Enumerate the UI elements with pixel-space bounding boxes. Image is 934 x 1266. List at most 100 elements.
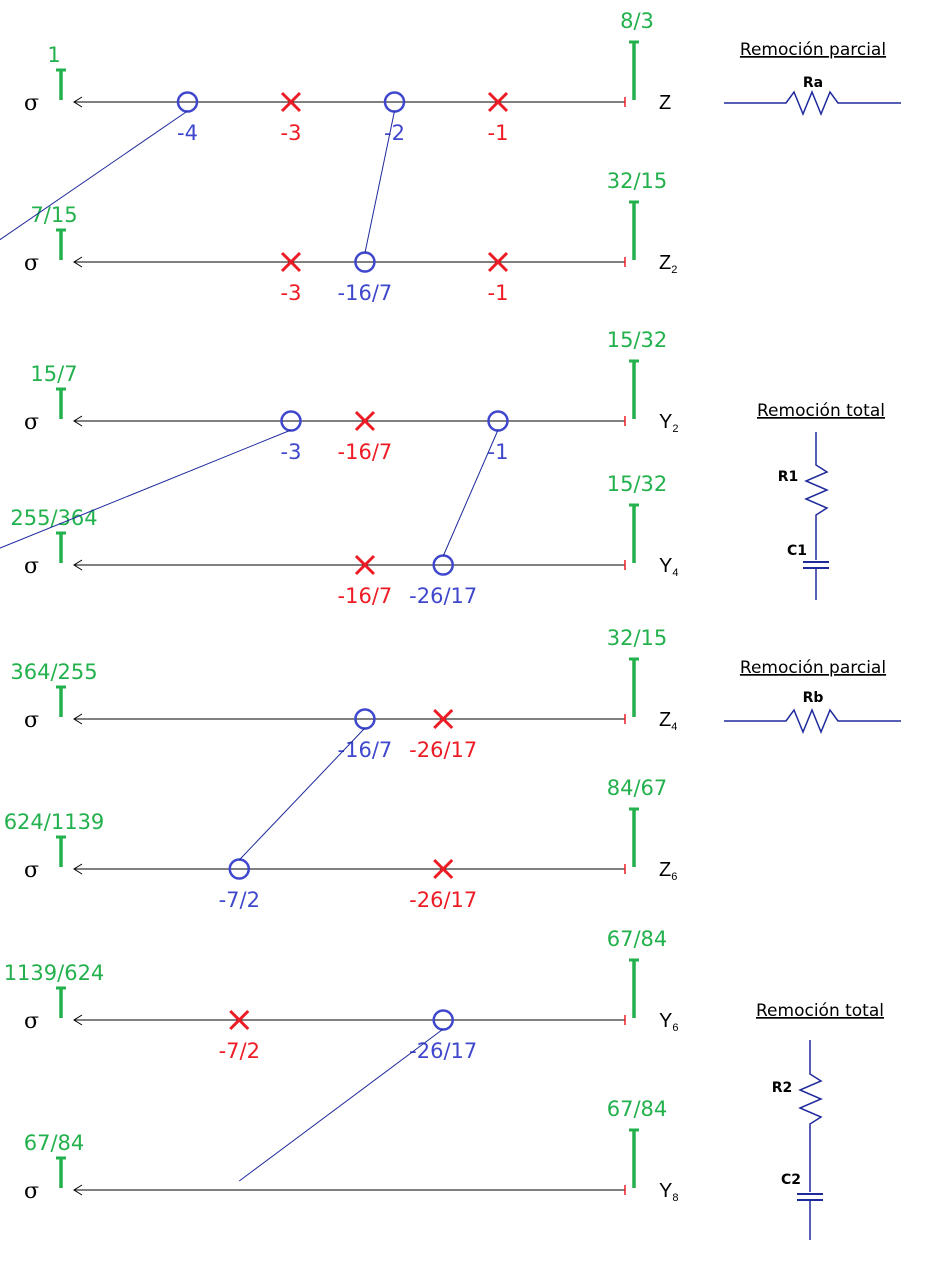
right-value-bar [629, 503, 639, 563]
pole-label: -16/7 [338, 440, 393, 464]
pole-stroke-b [487, 251, 509, 273]
zero-label: -16/7 [338, 738, 393, 762]
connection-line [238, 1028, 444, 1182]
pole-label: -26/17 [409, 738, 477, 762]
function-name: Z [659, 252, 671, 274]
function-label: Z2 [659, 252, 677, 276]
sigma-label: σ [24, 858, 39, 883]
right-value-bar [629, 657, 639, 717]
zero-label: -1 [488, 440, 509, 464]
axis-arrowhead [73, 96, 83, 108]
step-2-panel: Remoción total R1 C1 [757, 401, 885, 600]
step-1-panel: Remoción parcial Ra [724, 40, 901, 116]
pole-label: -3 [281, 121, 302, 145]
c1-label: C1 [787, 543, 807, 559]
step-3-title: Remoción parcial [740, 658, 886, 678]
ra-label: Ra [803, 75, 823, 91]
c2-label: C2 [781, 1172, 801, 1188]
function-label: Z4 [659, 709, 677, 733]
left-value: 7/15 [30, 203, 77, 227]
sigma-label: σ [24, 1009, 39, 1034]
function-label: Y8 [659, 1180, 678, 1204]
pole-stroke-b [354, 554, 375, 576]
zero-label: -3 [281, 440, 302, 464]
function-name: Z [659, 92, 671, 114]
axis-arrowhead [73, 863, 83, 875]
pole-marker [354, 410, 375, 432]
pole-label: -1 [488, 281, 509, 305]
right-value-bar [629, 958, 639, 1018]
pole-marker [433, 858, 454, 880]
pole-marker [487, 91, 509, 113]
function-name: Y [659, 555, 672, 577]
pole-marker [229, 1009, 250, 1031]
sigma-label: σ [24, 410, 39, 435]
pole-marker [280, 91, 302, 113]
pole-label: -26/17 [409, 888, 477, 912]
zero-label: -2 [384, 121, 405, 145]
pole-label: -16/7 [338, 584, 393, 608]
function-subscript: 8 [672, 1192, 678, 1204]
right-value: 15/32 [607, 328, 668, 352]
connection-line [364, 110, 395, 254]
pole-stroke-b [487, 91, 509, 113]
links-layer [0, 110, 499, 1182]
left-value: 15/7 [30, 362, 77, 386]
step-3-panel: Remoción parcial Rb [724, 658, 901, 734]
right-value-bar [629, 200, 639, 260]
pole-marker [433, 708, 454, 730]
sigma-label: σ [24, 251, 39, 276]
left-value-bar [56, 387, 66, 419]
function-label: Y2 [659, 411, 678, 435]
function-label: Z6 [659, 859, 677, 883]
pole-marker [487, 251, 509, 273]
r2-label: R2 [772, 1080, 793, 1096]
axis-arrowhead [73, 1184, 83, 1196]
pole-stroke-b [280, 251, 302, 273]
ra-resistor [724, 90, 901, 116]
left-value-bar [56, 986, 66, 1018]
pole-stroke-b [354, 410, 375, 432]
rb-resistor [724, 708, 901, 734]
right-value: 32/15 [607, 169, 668, 193]
r2-resistor [798, 1040, 823, 1192]
function-subscript: 2 [671, 264, 677, 276]
left-value-bar [56, 1156, 66, 1188]
function-subscript: 4 [671, 721, 677, 733]
rb-label: Rb [803, 690, 824, 706]
right-value: 15/32 [607, 472, 668, 496]
function-label: Y4 [659, 555, 678, 579]
function-name: Z [659, 859, 671, 881]
right-value-bar [629, 1128, 639, 1188]
right-value: 67/84 [607, 927, 668, 951]
r1-resistor [804, 432, 829, 560]
left-value: 1139/624 [4, 961, 105, 985]
left-value-bar [56, 685, 66, 717]
pole-marker [354, 554, 375, 576]
connection-line [0, 110, 188, 241]
rows-layer: σZ18/3-3-1-4-2σZ27/1532/15-3-1-6-16/7σY2… [4, 9, 679, 1204]
step-2-title: Remoción total [757, 401, 885, 421]
function-subscript: 6 [671, 871, 677, 883]
axis-arrowhead [73, 256, 83, 268]
connection-line [0, 429, 292, 549]
right-value-bar [629, 807, 639, 867]
connection-line [442, 429, 499, 557]
step-1-title: Remoción parcial [740, 40, 886, 60]
axis-arrowhead [73, 559, 83, 571]
axis-arrowhead [73, 713, 83, 725]
function-name: Y [659, 411, 672, 433]
function-subscript: 2 [672, 423, 678, 435]
left-value: 364/255 [10, 660, 97, 684]
axis-arrowhead [73, 1014, 83, 1026]
right-value-bar [629, 359, 639, 419]
sigma-label: σ [24, 708, 39, 733]
zero-label: -26/17 [409, 584, 477, 608]
function-label: Y6 [659, 1010, 678, 1034]
pole-stroke-b [280, 91, 302, 113]
r1-label: R1 [778, 469, 799, 485]
